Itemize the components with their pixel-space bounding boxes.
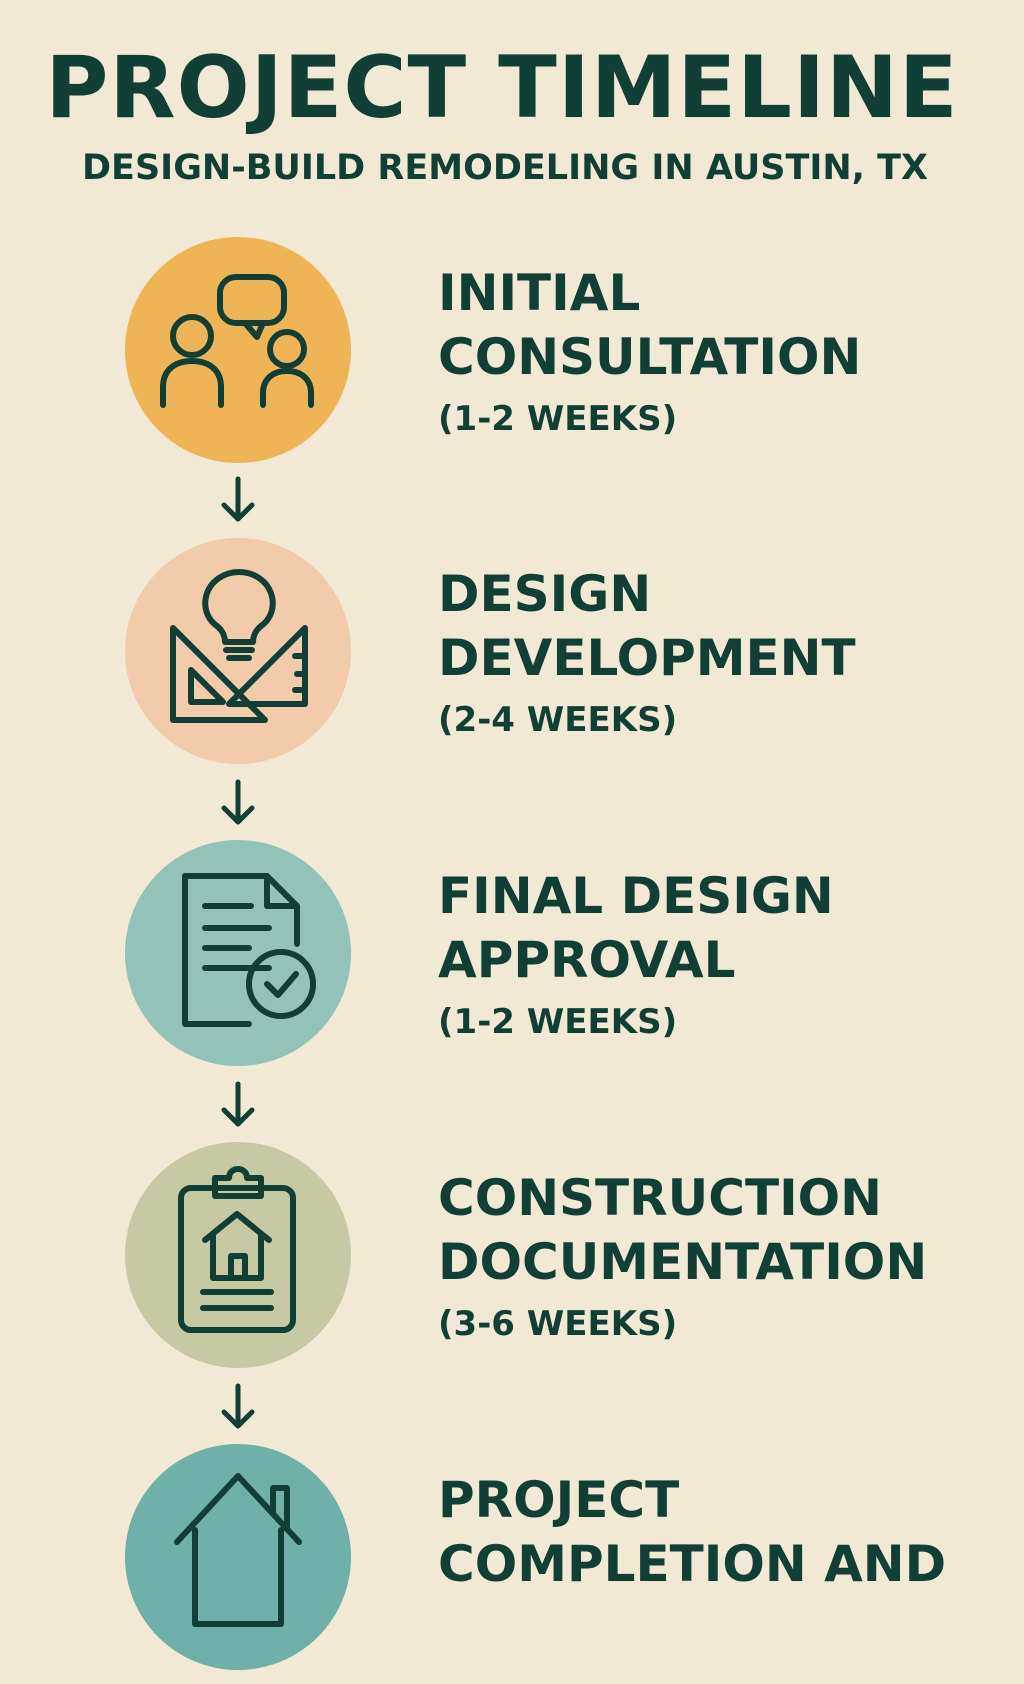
- document-check-icon: [182, 873, 316, 1027]
- step-title: PROJECT COMPLETION AND: [438, 1471, 947, 1593]
- timeline-step-project-completion: PROJECT COMPLETION AND: [0, 1444, 1024, 1684]
- step-circle: [125, 1142, 351, 1368]
- step-duration: (3-6 WEEKS): [438, 1304, 678, 1344]
- step-duration: (1-2 WEEKS): [438, 399, 678, 439]
- step-circle: [125, 840, 351, 1066]
- page-subtitle: DESIGN-BUILD REMODELING IN AUSTIN, TX: [82, 148, 928, 188]
- page-title: PROJECT TIMELINE: [45, 38, 959, 138]
- clipboard-house-icon: [178, 1166, 296, 1333]
- step-duration: (2-4 WEEKS): [438, 700, 678, 740]
- step-label: CONSTRUCTION DOCUMENTATION (3-6 WEEKS): [438, 1166, 1008, 1346]
- step-title: DESIGN DEVELOPMENT: [438, 565, 856, 687]
- step-circle: [125, 1444, 351, 1670]
- timeline-step-construction-documentation: CONSTRUCTION DOCUMENTATION (3-6 WEEKS): [0, 1142, 1024, 1382]
- timeline-step-initial-consultation: INITIAL CONSULTATION (1-2 WEEKS): [0, 237, 1024, 477]
- step-duration: (1-2 WEEKS): [438, 1002, 678, 1042]
- down-arrow-icon: [216, 778, 260, 828]
- step-label: DESIGN DEVELOPMENT (2-4 WEEKS): [438, 562, 1008, 742]
- lightbulb-set-square-icon: [170, 569, 308, 723]
- step-title: CONSTRUCTION DOCUMENTATION: [438, 1169, 928, 1291]
- step-title: FINAL DESIGN APPROVAL: [438, 867, 834, 989]
- down-arrow-icon: [216, 1382, 260, 1432]
- step-title: INITIAL CONSULTATION: [438, 264, 862, 386]
- consultation-people-chat-icon: [160, 274, 314, 408]
- step-label: PROJECT COMPLETION AND: [438, 1468, 1008, 1604]
- step-circle: [125, 237, 351, 463]
- house-icon: [174, 1473, 302, 1627]
- step-label: FINAL DESIGN APPROVAL (1-2 WEEKS): [438, 864, 1008, 1044]
- down-arrow-icon: [216, 1080, 260, 1130]
- step-label: INITIAL CONSULTATION (1-2 WEEKS): [438, 261, 1008, 441]
- down-arrow-icon: [216, 475, 260, 525]
- step-circle: [125, 538, 351, 764]
- timeline-step-design-development: DESIGN DEVELOPMENT (2-4 WEEKS): [0, 538, 1024, 778]
- timeline-step-final-design-approval: FINAL DESIGN APPROVAL (1-2 WEEKS): [0, 840, 1024, 1080]
